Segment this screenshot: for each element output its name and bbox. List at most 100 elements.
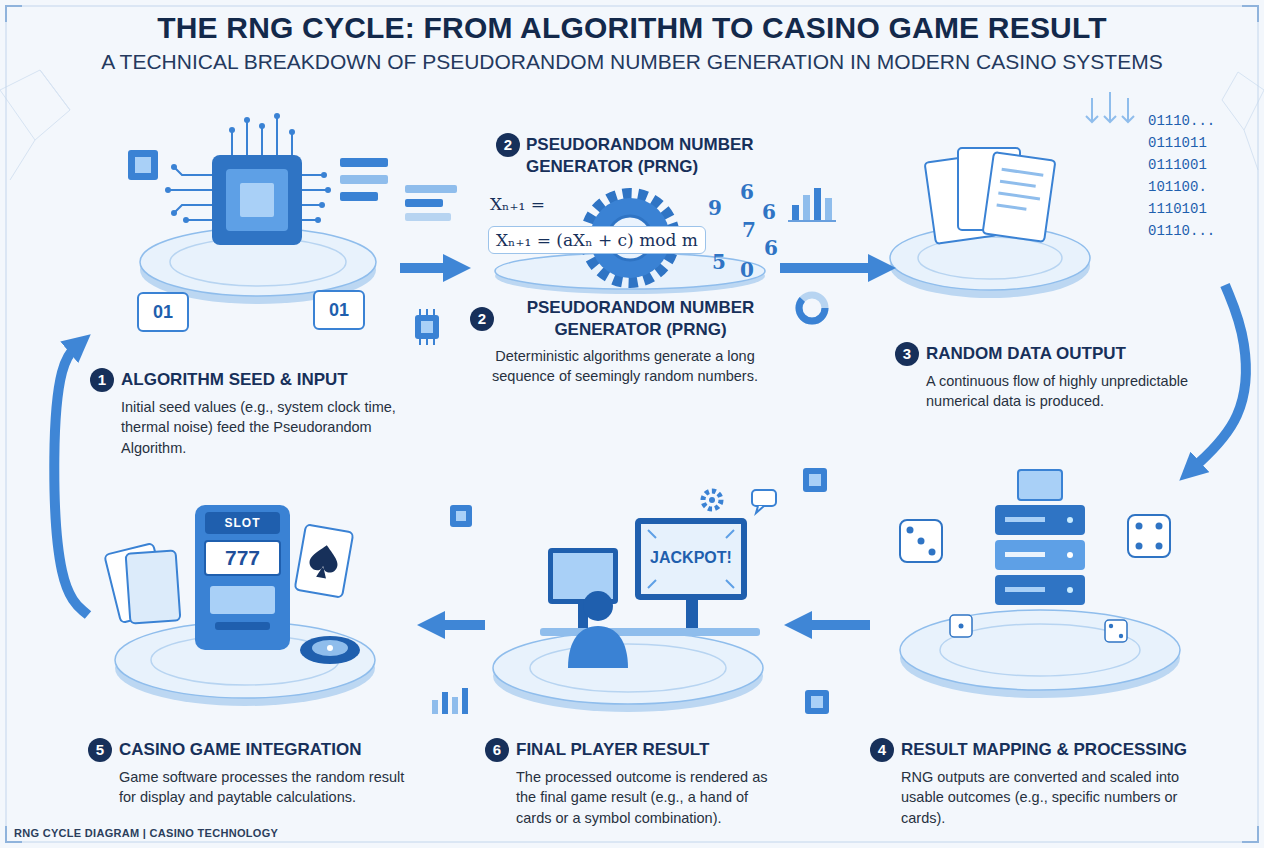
roulette-wheel bbox=[327, 645, 333, 651]
dice bbox=[929, 549, 936, 556]
server-stack bbox=[1005, 552, 1045, 557]
flow-arrow bbox=[798, 620, 870, 630]
small-chip bbox=[415, 315, 439, 339]
step-header: 6 FINAL PLAYER RESULT bbox=[485, 738, 785, 762]
gear-icon bbox=[709, 497, 715, 503]
step-header: 4RESULT MAPPING & PROCESSING bbox=[870, 738, 1220, 762]
chat-icon bbox=[756, 506, 764, 513]
platform bbox=[170, 238, 346, 286]
step-number: 1 bbox=[90, 368, 114, 392]
random-digit: 9 bbox=[708, 196, 722, 220]
donut-icon bbox=[799, 295, 825, 321]
data-documents bbox=[983, 152, 1056, 242]
spade-card bbox=[307, 543, 340, 580]
step-heading: RANDOM DATA OUTPUT bbox=[926, 343, 1126, 365]
slot-sign: SLOT bbox=[205, 512, 280, 534]
spade-card bbox=[295, 524, 354, 597]
step-description: Game software processes the random resul… bbox=[119, 767, 418, 808]
trace-dot bbox=[259, 123, 265, 129]
platform bbox=[493, 632, 763, 712]
server-stack bbox=[1067, 517, 1073, 523]
stage-node: 6FINAL PLAYER RESULTThe processed outcom… bbox=[485, 480, 785, 828]
bar-chart-icon bbox=[825, 198, 832, 220]
roulette-wheel bbox=[300, 636, 360, 664]
stage-node: 1ALGORITHM SEED & INPUTInitial seed valu… bbox=[90, 110, 400, 458]
step-heading: ALGORITHM SEED & INPUT bbox=[121, 369, 348, 391]
playing-cards bbox=[126, 550, 181, 623]
small-chip bbox=[415, 309, 439, 345]
flow-arrow bbox=[54, 343, 88, 615]
data-list-icon bbox=[340, 158, 388, 201]
screen-text: JACKPOT! bbox=[641, 547, 741, 569]
server-stack bbox=[1005, 587, 1045, 592]
platform bbox=[900, 610, 1180, 690]
step-heading: FINAL PLAYER RESULT bbox=[516, 739, 709, 761]
data-bars-icon bbox=[405, 185, 457, 193]
stage-node: 2PSEUDORANDOM NUMBER GENERATOR (PRNG)Det… bbox=[470, 185, 780, 387]
binary-stream: 1110101 bbox=[1148, 200, 1207, 218]
donut-icon bbox=[799, 295, 825, 321]
data-bars-icon bbox=[405, 185, 457, 221]
data-bars-icon bbox=[405, 199, 443, 207]
monitors bbox=[641, 524, 741, 594]
data-documents bbox=[925, 148, 1056, 244]
step-number: 6 bbox=[485, 738, 509, 762]
dice bbox=[1156, 543, 1163, 550]
small-chip bbox=[128, 150, 158, 180]
server-stack bbox=[995, 575, 1085, 605]
slot-machine bbox=[205, 512, 280, 534]
processor-chip bbox=[240, 183, 274, 217]
network-pattern bbox=[0, 70, 1264, 180]
random-digit: 5 bbox=[712, 250, 726, 274]
small-chip bbox=[450, 505, 472, 527]
corner-bracket bbox=[6, 6, 1258, 842]
random-digit: 6 bbox=[740, 180, 754, 204]
bar-chart-icon bbox=[803, 195, 810, 220]
bar-chart-icon bbox=[442, 692, 448, 714]
desk bbox=[540, 628, 760, 636]
trace-dot bbox=[165, 187, 171, 193]
trace-dot bbox=[315, 217, 321, 223]
flow-arrow bbox=[780, 263, 882, 273]
small-chip bbox=[803, 468, 829, 714]
trace-dot bbox=[321, 172, 327, 178]
data-list-icon bbox=[340, 175, 388, 184]
server-stack bbox=[995, 540, 1085, 570]
step-header: 3RANDOM DATA OUTPUT bbox=[895, 342, 1225, 366]
dice bbox=[1136, 523, 1143, 530]
trace-dot bbox=[244, 117, 250, 123]
small-chip bbox=[456, 511, 466, 521]
step-number: 4 bbox=[870, 738, 894, 762]
slot-machine bbox=[215, 622, 270, 630]
random-digit: 0 bbox=[740, 258, 754, 282]
player-figure bbox=[568, 626, 628, 668]
dice bbox=[1119, 634, 1123, 638]
player-figure bbox=[583, 591, 613, 621]
flow-down-arrows bbox=[1086, 92, 1134, 122]
dice bbox=[900, 520, 942, 562]
step-description: Deterministic algorithms generate a long… bbox=[470, 346, 780, 387]
small-chip bbox=[805, 690, 829, 714]
stage-node: 4RESULT MAPPING & PROCESSINGRNG outputs … bbox=[870, 480, 1220, 828]
illustration-space bbox=[90, 110, 400, 368]
small-chip bbox=[420, 309, 434, 345]
dice bbox=[1136, 543, 1143, 550]
processor-chip bbox=[226, 169, 288, 231]
bar-chart-icon bbox=[462, 688, 468, 714]
binary-panel-text: 01 bbox=[314, 298, 364, 322]
processor-chip bbox=[212, 155, 302, 245]
footer-note: RNG CYCLE DIAGRAM | CASINO TECHNOLOGY bbox=[14, 826, 278, 840]
flow-arrow bbox=[1190, 285, 1246, 471]
binary-stream: 0111001 bbox=[1148, 156, 1207, 174]
binary-panel bbox=[314, 291, 364, 329]
trace-dot bbox=[183, 217, 189, 223]
step-number: 2 bbox=[496, 133, 520, 157]
data-bars-icon bbox=[405, 213, 451, 221]
step-number: 5 bbox=[88, 738, 112, 762]
step-number: 2 bbox=[470, 307, 494, 331]
dice bbox=[1128, 515, 1170, 557]
bar-chart-icon bbox=[452, 697, 458, 714]
data-list-icon bbox=[340, 192, 378, 201]
